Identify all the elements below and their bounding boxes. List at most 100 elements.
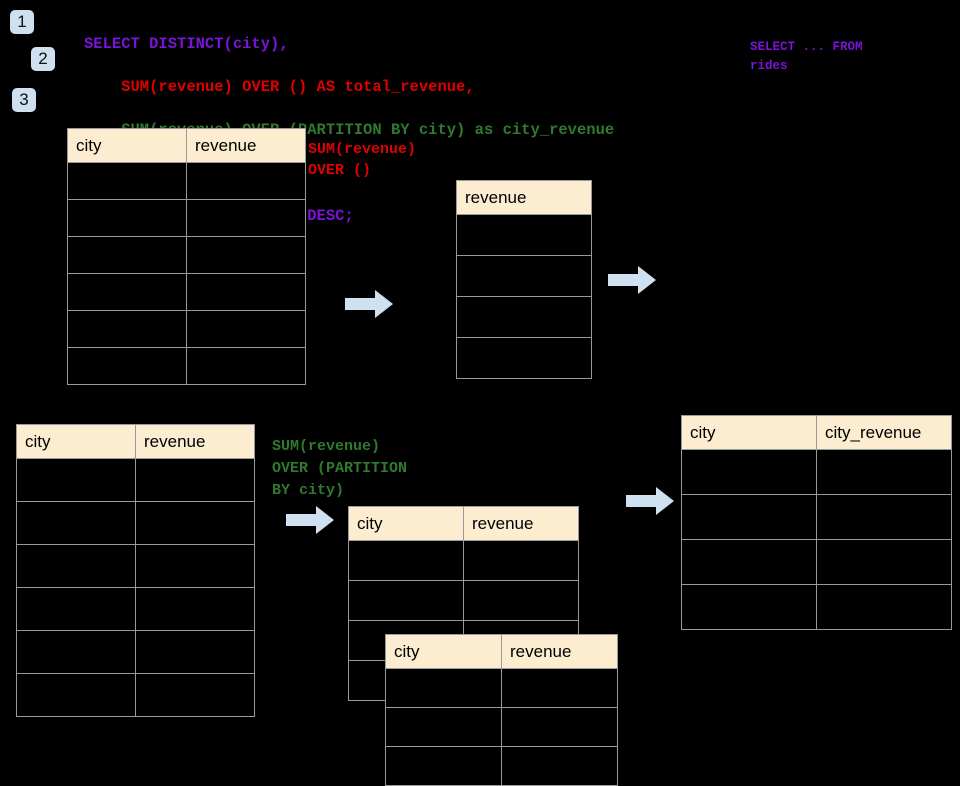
cell-revenue (456, 214, 592, 256)
cell-city (16, 501, 136, 545)
table-row (681, 449, 952, 495)
cell-revenue (135, 544, 255, 588)
cell-city (16, 673, 136, 717)
cell-city (681, 539, 817, 585)
cell-city (385, 707, 502, 747)
cell-city (681, 449, 817, 495)
diagram-canvas: 1 2 3 SELECT DISTINCT(city), SUM(revenue… (10, 10, 952, 786)
table-row (385, 746, 618, 786)
cell-city (348, 580, 464, 621)
cell-revenue (135, 458, 255, 502)
cell-city (16, 630, 136, 674)
annotation-sum-over-empty: SUM(revenue) OVER () (308, 141, 417, 179)
cell-city-revenue (816, 539, 952, 585)
cell-city (348, 540, 464, 581)
table-row (16, 544, 255, 588)
annotation-select-from-rides: SELECT ... FROM rides (750, 40, 863, 73)
annotation-sum-over-partition: SUM(revenue) OVER (PARTITION BY city) (272, 438, 408, 499)
cell-revenue (501, 746, 618, 786)
table-row (385, 668, 618, 708)
cell-city (16, 544, 136, 588)
table-row (16, 587, 255, 631)
rides-source-table: city revenue (67, 128, 306, 385)
cell-revenue (186, 310, 306, 348)
cell-city (16, 458, 136, 502)
arrow-partition-to-result (626, 487, 674, 515)
cell-city (681, 494, 817, 540)
cell-revenue (456, 296, 592, 338)
cell-city-revenue (816, 449, 952, 495)
table-row (681, 584, 952, 630)
cell-revenue (186, 347, 306, 385)
cell-city (67, 273, 187, 311)
partition-group-a: city revenue (348, 506, 579, 701)
table-row (456, 214, 592, 256)
cell-revenue (186, 162, 306, 200)
sql-line-1: SELECT DISTINCT(city), (84, 34, 289, 53)
total-revenue-table: revenue (456, 180, 592, 379)
table-row (348, 580, 579, 621)
arrow-source-to-partition (286, 506, 334, 534)
cell-revenue (186, 236, 306, 274)
arrow-source-to-total (345, 290, 393, 318)
table-row (16, 501, 255, 545)
table-row (67, 236, 306, 274)
column-header-revenue: revenue (135, 424, 255, 459)
column-header-revenue: revenue (463, 506, 579, 541)
column-header-revenue: revenue (456, 180, 592, 215)
cell-city (67, 199, 187, 237)
cell-city (67, 162, 187, 200)
cell-revenue (501, 668, 618, 708)
step-badge-2: 2 (31, 47, 55, 71)
table-header-row: city revenue (348, 506, 579, 541)
table-row (67, 199, 306, 237)
cell-city-revenue (816, 584, 952, 630)
cell-city (67, 310, 187, 348)
cell-revenue (501, 707, 618, 747)
city-revenue-result-table: city city_revenue (681, 415, 952, 630)
table-row (67, 347, 306, 385)
column-header-city: city (681, 415, 817, 450)
cell-city (385, 746, 502, 786)
column-header-revenue: revenue (501, 634, 618, 669)
cell-revenue (463, 580, 579, 621)
table-row (16, 458, 255, 502)
arrow-total-to-result (608, 266, 656, 294)
column-header-city: city (385, 634, 502, 669)
cell-city-revenue (816, 494, 952, 540)
table-header-row: city revenue (67, 128, 306, 163)
cell-revenue (456, 255, 592, 297)
partition-group-b: city revenue (385, 634, 618, 786)
table-row (67, 273, 306, 311)
cell-city (16, 587, 136, 631)
cell-revenue (186, 273, 306, 311)
step-badge-3: 3 (12, 88, 36, 112)
cell-revenue (135, 587, 255, 631)
cell-city (385, 668, 502, 708)
column-header-city-revenue: city_revenue (816, 415, 952, 450)
table-row (456, 337, 592, 379)
column-header-city: city (16, 424, 136, 459)
column-header-city: city (67, 128, 187, 163)
table-header-row: revenue (456, 180, 592, 215)
cell-revenue (135, 673, 255, 717)
column-header-revenue: revenue (186, 128, 306, 163)
column-header-city: city (348, 506, 464, 541)
sql-line-2: SUM(revenue) OVER () AS total_revenue, (84, 77, 475, 96)
cell-revenue (135, 501, 255, 545)
table-row (67, 162, 306, 200)
table-header-row: city city_revenue (681, 415, 952, 450)
table-row (681, 494, 952, 540)
cell-city (681, 584, 817, 630)
table-row (348, 540, 579, 581)
cell-revenue (463, 540, 579, 581)
table-row (67, 310, 306, 348)
table-header-row: city revenue (385, 634, 618, 669)
table-row (456, 296, 592, 338)
cell-revenue (186, 199, 306, 237)
cell-revenue (135, 630, 255, 674)
table-row (385, 707, 618, 747)
cell-revenue (456, 337, 592, 379)
table-row (681, 539, 952, 585)
cell-city (67, 347, 187, 385)
